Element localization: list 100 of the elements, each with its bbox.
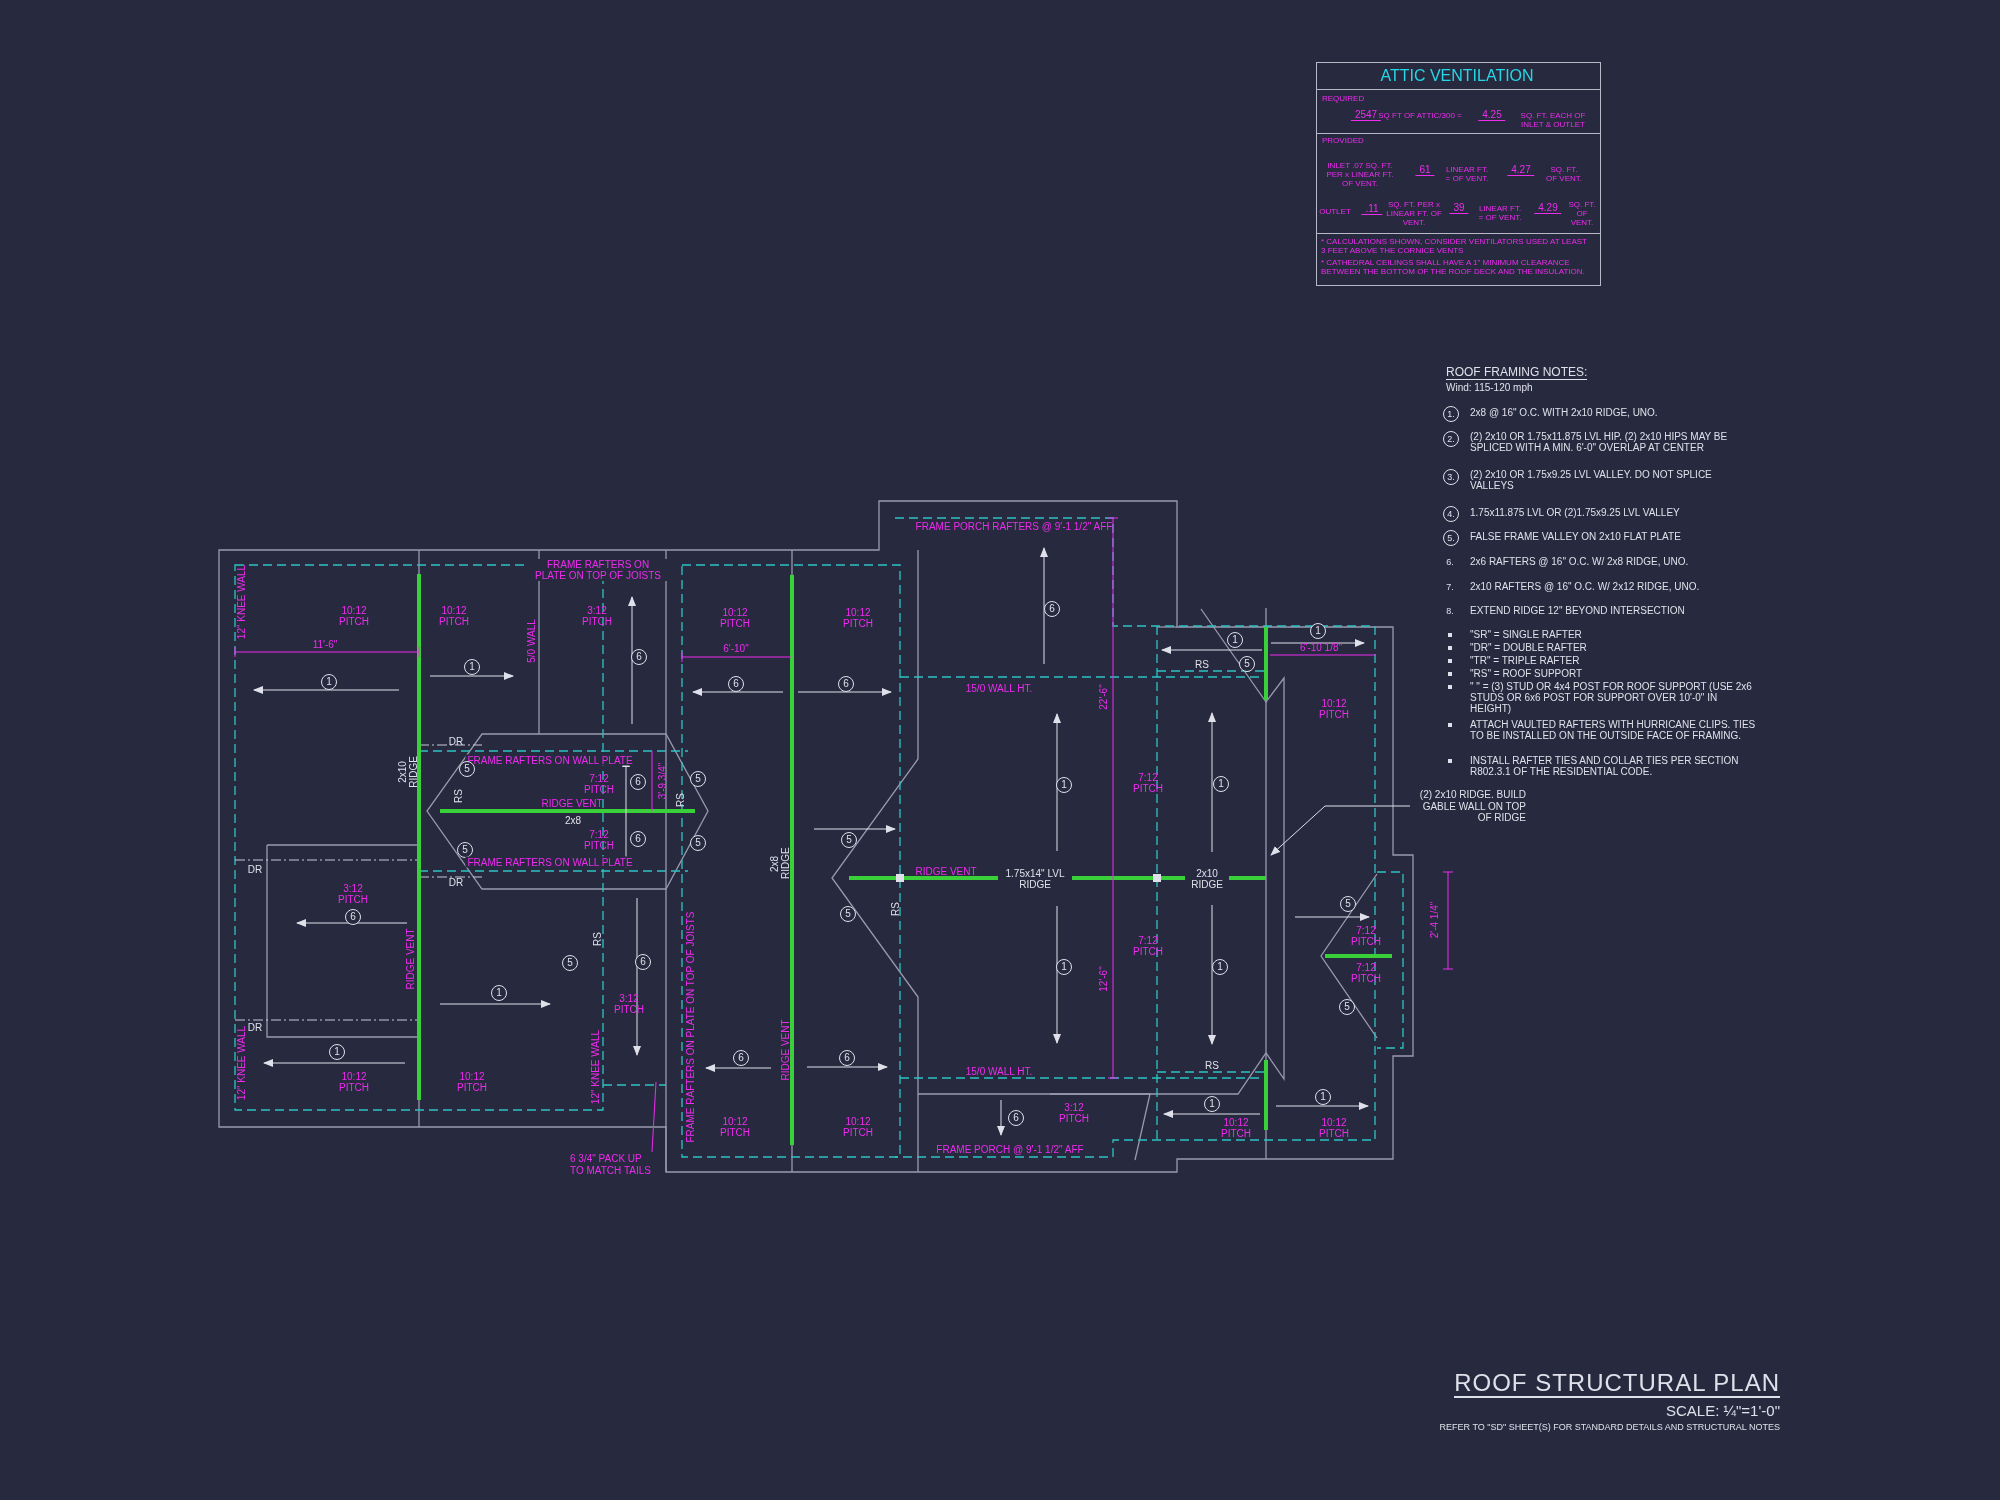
callout-number: 5 bbox=[457, 842, 473, 858]
framing-tag: 2x10 RIDGE bbox=[397, 755, 419, 789]
callout-number: 6 bbox=[631, 649, 647, 665]
plan-note: 15/0 WALL HT. bbox=[965, 682, 1033, 694]
callout-number: 5 bbox=[1340, 896, 1356, 912]
plan-note: FRAME RAFTERS ON PLATE ON TOP OF JOISTS bbox=[684, 911, 696, 1143]
table-text: SQ FT OF ATTIC/300 = bbox=[1378, 111, 1462, 121]
table-text: * CALCULATIONS SHOWN, CONSIDER VENTILATORS USED AT LEAST 3 FEET ABOVE THE CORNICE VENTS bbox=[1321, 238, 1588, 256]
table-text: SQ. FT. OF VENT. bbox=[1545, 166, 1583, 184]
pitch-label: 10:12 PITCH bbox=[842, 607, 874, 629]
note-text: 2x10 RAFTERS @ 16" O.C. W/ 2x12 RIDGE, UNO. bbox=[1470, 581, 1700, 592]
callout-number: 5 bbox=[690, 835, 706, 851]
plan-note: FRAME RAFTERS ON WALL PLATE bbox=[465, 754, 635, 766]
pitch-label: 10:12 PITCH bbox=[338, 605, 370, 627]
note-text: "DR" = DOUBLE RAFTER bbox=[1470, 642, 1587, 653]
callout-number: 6 bbox=[345, 909, 361, 925]
table-value: 4.27 bbox=[1507, 164, 1535, 176]
framing-tag: RS bbox=[1195, 658, 1209, 670]
framing-tag: RS bbox=[452, 789, 464, 803]
dimension-label: 3'-9 3/4" bbox=[656, 762, 668, 800]
table-text: SQ. FT. PER x LINEAR FT. OF VENT. bbox=[1385, 200, 1443, 228]
note-text: 2x6 RAFTERS @ 16" O.C. W/ 2x8 RIDGE, UNO. bbox=[1470, 556, 1689, 567]
dimension-label: 22'-6" bbox=[1097, 684, 1109, 710]
callout-number: 6 bbox=[635, 954, 651, 970]
callout-number: 5 bbox=[562, 955, 578, 971]
note-number: 6. bbox=[1445, 556, 1455, 569]
note-text: 2x8 @ 16" O.C. WITH 2x10 RIDGE, UNO. bbox=[1470, 407, 1658, 418]
framing-tag: 2x8 RIDGE bbox=[769, 849, 791, 879]
dimension-label: 2'-4 1/4" bbox=[1428, 901, 1440, 939]
pitch-label: 10:12 PITCH bbox=[719, 1116, 751, 1138]
plan-note: RIDGE VENT bbox=[404, 928, 416, 990]
callout-number: 1 bbox=[1310, 623, 1326, 639]
pitch-label: 10:12 PITCH bbox=[438, 605, 470, 627]
note-text: "TR" = TRIPLE RAFTER bbox=[1470, 655, 1580, 666]
pitch-label: 10:12 PITCH bbox=[456, 1071, 488, 1093]
note-text: INSTALL RAFTER TIES AND COLLAR TIES PER SECTION R802.3.1 OF THE RESIDENTIAL CODE. bbox=[1470, 755, 1740, 777]
table-value: 4.29 bbox=[1534, 202, 1562, 214]
table-value: .11 bbox=[1361, 203, 1383, 215]
leader-note: 6 3/4" PACK UP TO MATCH TAILS bbox=[570, 1153, 656, 1176]
table-text: REQUIRED bbox=[1322, 95, 1365, 104]
pitch-label: 10:12 PITCH bbox=[1220, 1117, 1252, 1139]
pitch-label: 3:12 PITCH bbox=[1058, 1102, 1090, 1124]
framing-tag: DR bbox=[247, 1021, 263, 1033]
pitch-label: 3:12 PITCH bbox=[337, 883, 369, 905]
callout-number: 5 bbox=[841, 832, 857, 848]
callout-number: 1 bbox=[1056, 777, 1072, 793]
pitch-label: 10:12 PITCH bbox=[1318, 1117, 1350, 1139]
callout-number: 5 bbox=[1239, 656, 1255, 672]
pitch-label: 10:12 PITCH bbox=[1318, 698, 1350, 720]
pitch-label: 7:12 PITCH bbox=[1350, 925, 1382, 947]
note-text: "SR" = SINGLE RAFTER bbox=[1470, 629, 1582, 640]
note-text: (2) 2x10 OR 1.75x11.875 LVL HIP. (2) 2x10 HIPS MAY BE SPLICED WITH A MIN. 6'-0" OVERLAP AT CENTER bbox=[1470, 431, 1729, 453]
pitch-label: 7:12 PITCH bbox=[1350, 962, 1382, 984]
plan-note: 12" KNEE WALL bbox=[235, 564, 247, 640]
drawing-title: ROOF STRUCTURAL PLAN bbox=[1454, 1370, 1780, 1399]
framing-tag: RS bbox=[674, 793, 686, 807]
table-text: PROVIDED bbox=[1322, 137, 1364, 146]
callout-number: 1 bbox=[1056, 959, 1072, 975]
callout-number: 6 bbox=[630, 774, 646, 790]
dimension-label: 12'-6" bbox=[1097, 966, 1109, 992]
plan-note: FRAME PORCH @ 9'-1 1/2" AFF bbox=[936, 1143, 1084, 1155]
table-value: 61 bbox=[1415, 164, 1435, 176]
plan-note: RIDGE VENT bbox=[541, 797, 603, 809]
notes-heading: ROOF FRAMING NOTES: bbox=[1446, 366, 1588, 381]
note-text: EXTEND RIDGE 12" BEYOND INTERSECTION bbox=[1470, 605, 1685, 616]
scale-text: SCALE: ¼"=1'-0" bbox=[1666, 1402, 1780, 1420]
note-text: FALSE FRAME VALLEY ON 2x10 FLAT PLATE bbox=[1470, 531, 1681, 542]
table-text: * CATHEDRAL CEILINGS SHALL HAVE A 1" MINIMUM CLEARANCE BETWEEN THE BOTTOM OF THE ROOF DECK AND THE INSULATION. bbox=[1321, 259, 1586, 277]
callout-number: 6 bbox=[630, 831, 646, 847]
leader-line bbox=[651, 1081, 657, 1153]
table-text: OUTLET bbox=[1319, 207, 1351, 217]
table-text: LINEAR FT. = OF VENT. bbox=[1477, 205, 1523, 223]
reference-note: REFER TO "SD" SHEET(S) FOR STANDARD DETAILS AND STRUCTURAL NOTES bbox=[1439, 1423, 1780, 1433]
plan-note: FRAME PORCH RAFTERS @ 9'-1 1/2" AFF bbox=[915, 520, 1113, 532]
callout-number: 1 bbox=[491, 985, 507, 1001]
callout-number: 5 bbox=[1339, 999, 1355, 1015]
note-text: "RS" = ROOF SUPPORT bbox=[1470, 668, 1583, 679]
dimension-label: 11'-6" bbox=[312, 638, 338, 650]
plan-note: RIDGE VENT bbox=[915, 865, 977, 877]
table-value: 39 bbox=[1449, 202, 1469, 214]
plan-note: 5/0 WALL bbox=[525, 619, 537, 663]
table-text: INLET .07 SQ. FT. PER x LINEAR FT. OF VENT. bbox=[1325, 161, 1395, 189]
callout-number: 6 bbox=[839, 1050, 855, 1066]
table-title: ATTIC VENTILATION bbox=[1380, 67, 1534, 85]
callout-number: 1 bbox=[1315, 1089, 1331, 1105]
callout-number: 6 bbox=[1044, 601, 1060, 617]
note-text: ATTACH VAULTED RAFTERS WITH HURRICANE CLIPS. TIES TO BE INSTALLED ON THE OUTSIDE FACE OF FRAMING. bbox=[1470, 719, 1757, 741]
note-number: 7. bbox=[1445, 581, 1455, 594]
table-value: 4.25 bbox=[1478, 109, 1506, 121]
pitch-label: 3:12 PITCH bbox=[613, 993, 645, 1015]
pitch-label: FRAME RAFTERS ON PLATE ON TOP OF JOISTS bbox=[528, 559, 668, 581]
note-text: (2) 2x10 OR 1.75x9.25 LVL VALLEY. DO NOT SPLICE VALLEYS bbox=[1470, 469, 1713, 491]
framing-tag: DR bbox=[448, 735, 464, 747]
callout-number: 1 bbox=[464, 659, 480, 675]
callout-number: 5 bbox=[459, 761, 475, 777]
pitch-label: 7:12 PITCH bbox=[583, 829, 615, 851]
pitch-label: 7:12 PITCH bbox=[1132, 935, 1164, 957]
plan-note: 15/0 WALL HT. bbox=[965, 1065, 1033, 1077]
callout-number: 1 bbox=[1213, 776, 1229, 792]
plan-note: FRAME RAFTERS ON WALL PLATE bbox=[465, 856, 635, 868]
